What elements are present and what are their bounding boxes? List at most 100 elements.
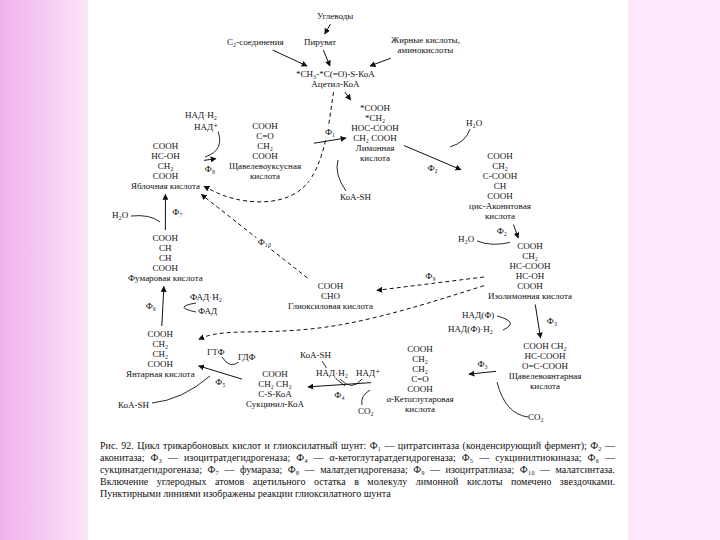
source-node: С₂-соединения — [225, 36, 286, 48]
enzyme-label: Ф₂ — [426, 163, 438, 173]
reaction-arrow — [165, 194, 166, 230]
cofactor-label: НАД⁺ — [356, 368, 380, 378]
cofactor-label: ФАД·Н₂ — [190, 292, 222, 302]
cofactor-label: НАД·Н₂ — [185, 110, 217, 120]
reaction-arrow — [323, 50, 330, 66]
reaction-arrow — [162, 286, 164, 326]
structural-formula: COOH CH₂ CH₂ COOH — [148, 329, 174, 369]
compound-name: Углеводы — [317, 11, 353, 21]
compound-node: COOH CH₂ C‑COOH CH COOHцис-Аконитовая ки… — [463, 150, 537, 223]
cofactor-arc — [362, 390, 370, 405]
cofactor-label: НАД·Н₂ — [316, 368, 348, 378]
shunt-arrow — [201, 194, 307, 278]
cofactor-label: H₂O — [466, 118, 482, 128]
shunt-arrow — [204, 92, 334, 202]
reaction-arrow — [325, 24, 331, 34]
compound-name: Изолимонная кислота — [488, 291, 572, 301]
reaction-arrow — [535, 304, 540, 338]
cofactor-label: H₂O — [112, 210, 128, 220]
cofactor-label: ГТФ — [207, 347, 225, 357]
enzyme-label: Ф₈ — [204, 163, 216, 173]
cofactor-label: CO₂ — [358, 406, 374, 416]
enzyme-label: Ф₁ — [324, 127, 336, 137]
reaction-arrow — [273, 50, 307, 66]
compound-node: COOH HC‑OH CH₂ COOHЯблочная кислота — [129, 140, 202, 192]
source-node: Пируват — [302, 36, 338, 48]
source-node: *CH₃‑*C(=O)‑S‑КоААцетил-КоА — [294, 68, 377, 90]
enzyme-label: Ф₆ — [145, 301, 157, 311]
cofactor-label: CO₂ — [528, 412, 544, 422]
enzyme-label: Ф₉ — [424, 271, 436, 281]
reaction-arrow — [370, 58, 391, 66]
compound-name: цис-Аконитовая кислота — [465, 201, 535, 221]
compound-name: Сукцинил-КоА — [246, 399, 304, 409]
cofactor-arc — [152, 376, 210, 403]
compound-node: COOH CH₂ CH₂ C=O COOHα-Кетоглутаровая ки… — [373, 343, 467, 416]
compound-name: Щавелевоуксусная кислота — [220, 161, 310, 181]
structural-formula: COOH HC‑OH CH₂ COOH — [151, 141, 179, 181]
figure-caption: Рис. 92. Цикл трикарбоновых кислот и гли… — [100, 440, 615, 500]
enzyme-label: Ф₇ — [171, 207, 183, 217]
structural-formula: COOH CH₂ HC‑COOH O=C‑COOH — [522, 341, 568, 371]
structural-formula: *COOH *CH₂ HOC‑COOH CH₂ COOH — [351, 103, 399, 143]
compound-node: *COOH *CH₂ HOC‑COOH CH₂ COOHЛимонная кис… — [348, 102, 402, 164]
reaction-arrow — [345, 92, 351, 100]
compound-name: Лимонная кислота — [350, 143, 400, 163]
reaction-arrow — [204, 159, 216, 161]
cofactor-arc — [497, 316, 510, 330]
compound-name: Ацетил-КоА — [311, 79, 359, 89]
structural-formula: COOH C=O CH₂ COOH — [252, 121, 278, 161]
enzyme-label: Ф₅ — [214, 377, 226, 387]
cofactor-arc — [205, 129, 220, 157]
reaction-arrow — [308, 383, 371, 387]
compound-node: COOH C=O CH₂ COOHЩавелевоуксусная кислот… — [218, 120, 312, 182]
enzyme-label: Ф₁₀ — [257, 237, 272, 247]
enzyme-label: Ф₂ — [496, 226, 508, 236]
reaction-arrow — [514, 225, 519, 238]
compound-node: COOH CH₂ CH₂ COOHЯнтарная кислота — [124, 328, 197, 380]
cofactor-label: КоА-SH — [118, 400, 149, 410]
slide-strip — [0, 0, 88, 540]
cofactor-label: ФАД — [198, 306, 217, 316]
compound-name: α-Кетоглутаровая кислота — [375, 394, 465, 414]
cofactor-label: КоА-SH — [340, 192, 371, 202]
cofactor-arc — [131, 216, 160, 222]
compound-name: *CH₃‑*C(=O)‑S‑КоА — [296, 69, 375, 79]
cofactor-label: H₂O — [458, 234, 474, 244]
structural-formula: COOH CHO — [318, 281, 344, 301]
structural-formula: COOH CH₂ CH₂ C=O COOH — [407, 344, 433, 394]
compound-name: Глиоксиловая кислота — [288, 301, 373, 311]
enzyme-label: Ф₃ — [546, 316, 558, 326]
compound-name: Пируват — [304, 37, 336, 47]
compound-node: COOH CH₂ HC‑COOH HC‑OH COOHИзолимонная к… — [486, 240, 574, 302]
structural-formula: COOH CH₂ CH₂ C‑S‑КоА — [258, 369, 292, 399]
cofactor-label: НАД⁺ — [194, 122, 218, 132]
compound-name: С₂-соединения — [227, 37, 284, 47]
structural-formula: COOH CH CH COOH — [153, 233, 179, 273]
compound-node: COOH CH₂ CH₂ C‑S‑КоАСукцинил-КоА — [244, 368, 306, 410]
compound-name: Жирные кислоты, аминокислоты — [378, 35, 473, 55]
cofactor-label: НАД(Ф)·Н₂ — [448, 324, 493, 334]
compound-name: Щавелевоянтарная кислота — [500, 371, 590, 391]
cofactor-arc — [184, 303, 196, 312]
cofactor-label: КоА-SH — [300, 350, 331, 360]
cofactor-arc — [450, 129, 470, 147]
structural-formula: COOH CH₂ HC‑COOH HC‑OH COOH — [510, 241, 551, 291]
compound-name: Янтарная кислота — [126, 369, 195, 379]
source-node: Углеводы — [315, 10, 355, 22]
cofactor-arc — [477, 241, 512, 244]
figure-panel — [88, 0, 628, 540]
enzyme-label: Ф₃ — [476, 359, 488, 369]
compound-node: COOH CH CH COOHФумаровая кислота — [126, 232, 205, 284]
compound-node: COOH CH₂ HC‑COOH O=C‑COOHЩавелевоянтарна… — [498, 340, 592, 392]
compound-name: Фумаровая кислота — [128, 273, 203, 283]
cofactor-label: ГДФ — [238, 352, 256, 362]
structural-formula: COOH CH₂ C‑COOH CH COOH — [483, 151, 518, 201]
reaction-arrow — [469, 371, 496, 374]
compound-name: Яблочная кислота — [131, 181, 200, 191]
source-node: Жирные кислоты, аминокислоты — [376, 34, 475, 56]
reaction-arrow — [314, 138, 346, 143]
cofactor-label: НАД(Ф) — [462, 310, 494, 320]
